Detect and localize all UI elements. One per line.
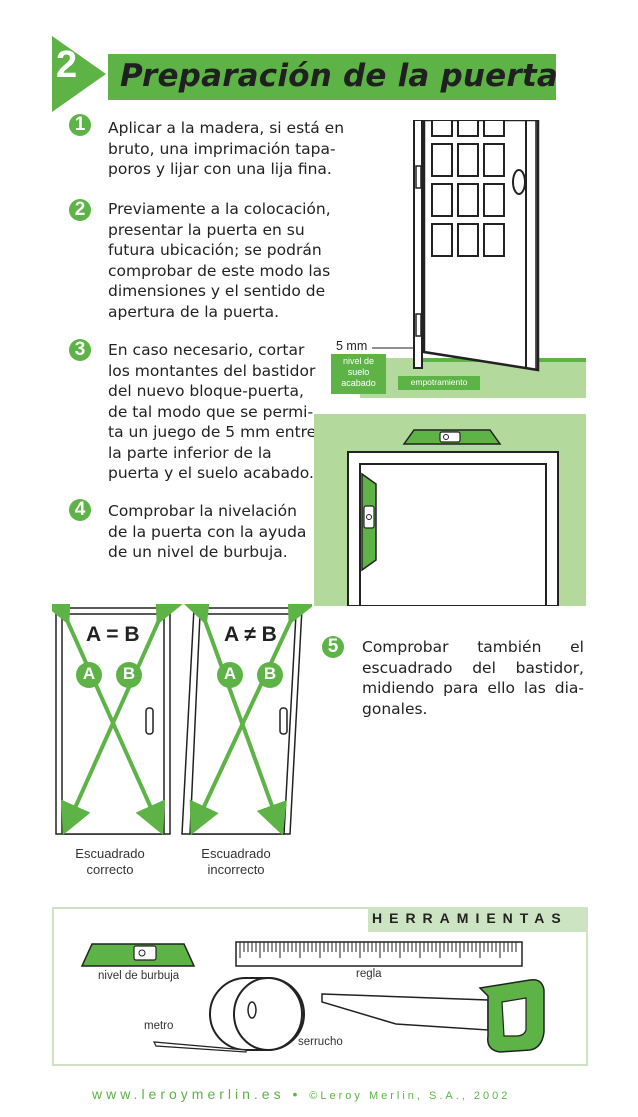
frame-level-illustration (314, 414, 586, 606)
tool-label-saw: serrucho (298, 1036, 343, 1048)
step-line: dimensiones y el sentido de (108, 282, 326, 300)
floor-label-line: suelo (347, 367, 370, 377)
step-4-text: Comprobar la nivelación de la puerta con… (108, 501, 318, 563)
step-line: apertura de la puerta. (108, 302, 280, 321)
label-b: B (263, 664, 277, 683)
label-b: B (122, 664, 136, 683)
gap-label: 5 mm (336, 339, 368, 353)
tool-label-tape: metro (144, 1020, 174, 1032)
footer-separator: • (292, 1086, 302, 1102)
section-number: 2 (56, 44, 78, 86)
footer-copyright: ©Leroy Merlin, S.A., 2002 (309, 1090, 511, 1102)
step-5-badge (322, 636, 344, 658)
hinge-icon (415, 313, 422, 337)
door-handle-icon (145, 707, 154, 735)
step-line: los montantes del bastidor (108, 361, 316, 380)
step-1-badge (69, 114, 91, 136)
caption-correct: Escuadrado correcto (60, 846, 160, 878)
step-line: de tal modo que se permi- (108, 402, 314, 421)
step-line: midiendo para ello las dia- (362, 679, 584, 697)
saw-icon (321, 978, 545, 1053)
formula-not-equal: A ≠ B (224, 623, 277, 646)
step-3-text: En caso necesario, cortar los montantes … (108, 340, 318, 484)
ruler-icon (235, 941, 523, 967)
step-line: comprobar de este modo las (108, 261, 331, 280)
formula-equal: A = B (86, 623, 140, 646)
tools-heading: HERRAMIENTAS (372, 910, 568, 926)
label-a-circle (217, 662, 243, 688)
caption-line: Escuadrado (75, 846, 145, 861)
label-a: A (82, 664, 96, 683)
floor-label-line: nivel de (342, 356, 375, 366)
step-4-number: 4 (74, 499, 86, 520)
step-line: Comprobar la nivelación (108, 502, 297, 520)
step-line: presentar la puerta en su (108, 220, 305, 239)
door-leaf (422, 120, 540, 372)
tools-heading-bar (368, 907, 586, 932)
correct-frame (52, 604, 185, 836)
step-2-badge (69, 199, 91, 221)
page-title: Preparación de la puerta (120, 58, 559, 94)
title-bar (108, 54, 556, 100)
tools-illustration (80, 941, 545, 1053)
label-b-circle (116, 662, 142, 688)
step-line: En caso necesario, cortar (108, 341, 305, 359)
step-2-number: 2 (74, 199, 86, 220)
floor-label-line: acabado (341, 378, 376, 388)
step-line: poros y lijar con una lija fina. (108, 160, 332, 178)
footer: www.leroymerlin.es • ©Leroy Merlin, S.A.… (92, 1086, 510, 1102)
step-1-text: Aplicar a la madera, si está en bruto, u… (108, 118, 352, 180)
label-a: A (223, 664, 237, 683)
caption-line: incorrecto (207, 862, 265, 877)
step-1-number: 1 (74, 114, 86, 135)
floor-label-box (331, 354, 386, 394)
step-line: la parte inferior de la (108, 443, 272, 462)
door-jamb (413, 120, 423, 369)
step-5-number: 5 (327, 636, 339, 657)
floor-label: nivel de suelo acabado (331, 356, 386, 389)
door-gap-illustration (331, 120, 586, 398)
squaring-illustration (52, 604, 312, 836)
caption-line: Escuadrado (201, 846, 271, 861)
step-5-text: Comprobar también el escuadrado del bast… (362, 637, 584, 719)
step-line: bruto, una imprimación tapa- (108, 139, 336, 158)
label-a-circle (76, 662, 102, 688)
recess-label: empotramiento (410, 377, 468, 387)
step-line: puerta y el suelo acabado. (108, 464, 314, 482)
caption-incorrect: Escuadrado incorrecto (186, 846, 286, 878)
step-line: gonales. (362, 699, 428, 718)
step-line: Previamente a la colocación, (108, 200, 331, 218)
label-b-circle (257, 662, 283, 688)
bubble-level-icon (80, 943, 196, 967)
step-2-text: Previamente a la colocación, presentar l… (108, 199, 338, 322)
footer-url[interactable]: www.leroymerlin.es (92, 1086, 285, 1102)
tool-label-level: nivel de burbuja (98, 970, 180, 982)
step-3-badge (69, 339, 91, 361)
step-4-badge (69, 499, 91, 521)
door-handle-icon (512, 169, 526, 195)
step-line: de la puerta con la ayuda (108, 522, 307, 541)
step-3-number: 3 (74, 339, 86, 360)
step-line: de un nivel de burbuja. (108, 543, 288, 561)
step-line: Aplicar a la madera, si está en (108, 119, 345, 137)
step-line: escuadrado del bastidor, (362, 658, 584, 677)
step-line: ta un juego de 5 mm entre (108, 423, 317, 441)
hinge-icon (415, 165, 422, 189)
door-handle-icon (279, 707, 288, 735)
section-arrow-icon (52, 36, 106, 112)
step-line: futura ubicación; se podrán (108, 241, 322, 259)
caption-line: correcto (86, 862, 134, 877)
tape-measure-icon (152, 977, 305, 1053)
step-line: del nuevo bloque-puerta, (108, 382, 304, 400)
recess-label-box (398, 376, 480, 390)
tool-label-ruler: regla (356, 968, 382, 980)
door-panes (431, 120, 505, 257)
step-line: Comprobar también el (362, 638, 584, 656)
